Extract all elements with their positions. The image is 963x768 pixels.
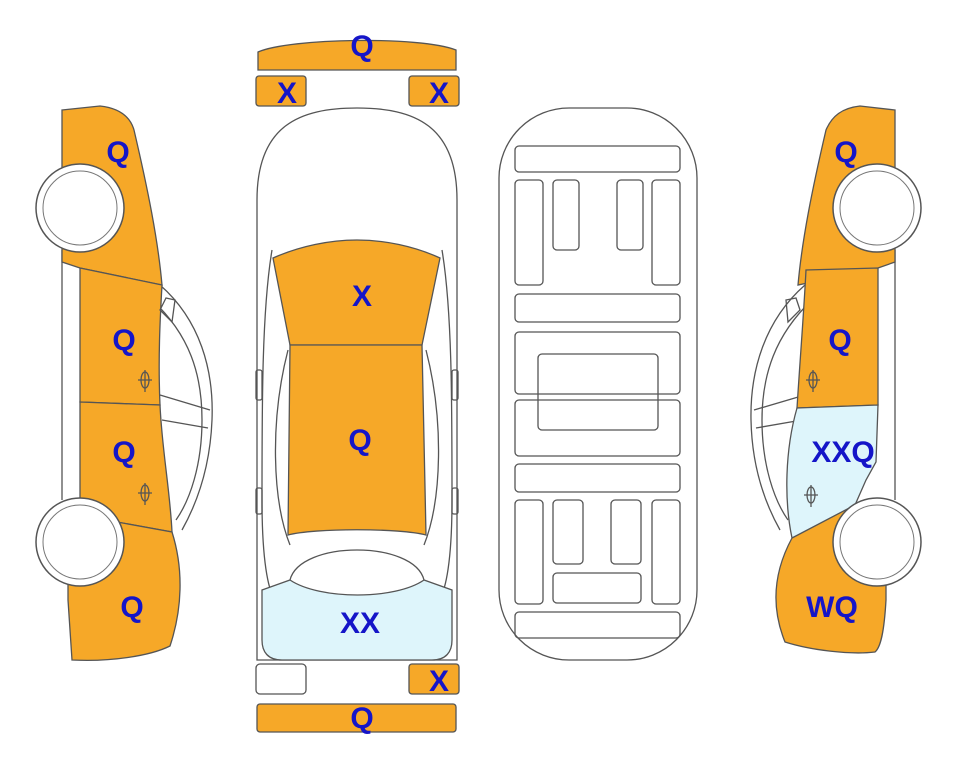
top-hood[interactable] (272, 239, 441, 346)
underside-mid-front (514, 331, 681, 395)
top-right-body-line (423, 349, 440, 546)
underside-view (498, 107, 698, 661)
right-mirror (785, 297, 801, 324)
top-trunk-edge (289, 549, 425, 581)
right-front-fender-label: Q (834, 136, 857, 169)
left-rear-quarter-label: Q (120, 591, 143, 624)
right-rear-door-handle (804, 485, 818, 507)
underside-front-strip (514, 145, 681, 173)
top-rear-bumper-label: Q (350, 702, 373, 735)
top-taillight-right-label: X (429, 665, 449, 698)
top-left-body-line (274, 349, 291, 546)
underside-rear-center (552, 572, 642, 604)
right-front-door-handle (806, 370, 820, 392)
left-side-window-inner (151, 299, 203, 521)
top-taillight-right[interactable] (408, 663, 460, 695)
underside-front-right-rail (651, 179, 681, 286)
underside-center-panel (537, 353, 659, 431)
underside-crossmember-1 (514, 293, 681, 323)
top-rear-bumper[interactable] (256, 703, 457, 733)
underside-rear-right-block (610, 499, 642, 565)
right-rear-quarter-label: WQ (806, 591, 858, 624)
top-headlight-left-label: X (277, 77, 297, 110)
underside-rear-left-rail (514, 499, 544, 605)
underside-rear-strip (514, 611, 681, 639)
top-right-inner-line (438, 249, 453, 601)
underside-crossmember-2 (514, 463, 681, 493)
left-front-door-handle (138, 370, 152, 392)
top-front-bumper[interactable] (257, 39, 457, 71)
right-front-door-label: Q (828, 324, 851, 357)
top-view: Q X X X Q XX X Q (255, 30, 460, 735)
left-side-view: Q Q Q Q (35, 105, 213, 662)
underside-outline (498, 107, 698, 661)
top-right-mirror (451, 369, 459, 401)
top-left-inner-line (261, 249, 276, 601)
underside-rear-right-rail (651, 499, 681, 605)
right-side-pillar (753, 394, 806, 411)
left-mirror (159, 297, 176, 324)
right-side-view: Q Q XXQ WQ (750, 105, 922, 654)
top-roof[interactable] (287, 344, 427, 536)
right-front-wheel-rim (839, 170, 915, 246)
left-side-window-arc (159, 284, 213, 531)
top-rear-window[interactable] (261, 579, 453, 661)
top-roof-label: Q (348, 424, 371, 457)
top-headlight-right[interactable] (408, 75, 460, 107)
top-rear-window-label: XX (340, 607, 380, 640)
right-side-window-inner (761, 299, 813, 521)
left-front-wheel-rim (42, 170, 118, 246)
top-headlight-right-label: X (429, 77, 449, 110)
left-rear-door-label: Q (112, 436, 135, 469)
underside-mid-rear (514, 399, 681, 457)
right-rear-wheel-rim (839, 504, 915, 580)
top-taillight-left[interactable] (255, 663, 307, 695)
underside-front-right-block (616, 179, 644, 251)
top-left-mirror (255, 369, 263, 401)
top-front-bumper-label: Q (350, 30, 373, 63)
underside-front-left-rail (514, 179, 544, 286)
left-side-pillar (159, 394, 211, 411)
left-front-fender-label: Q (106, 136, 129, 169)
right-rear-door-label: XXQ (811, 436, 874, 469)
left-rear-wheel-rim (42, 504, 118, 580)
top-headlight-left[interactable] (255, 75, 307, 107)
left-front-door-label: Q (112, 324, 135, 357)
left-rear-door-handle (138, 483, 152, 505)
underside-rear-left-block (552, 499, 584, 565)
right-side-window-arc (750, 284, 806, 531)
top-left-handle (255, 487, 263, 515)
left-side-pillar-2 (161, 419, 209, 429)
top-body-outline (256, 107, 458, 661)
underside-front-left-block (552, 179, 580, 251)
top-hood-label: X (352, 280, 372, 313)
top-right-handle (451, 487, 459, 515)
